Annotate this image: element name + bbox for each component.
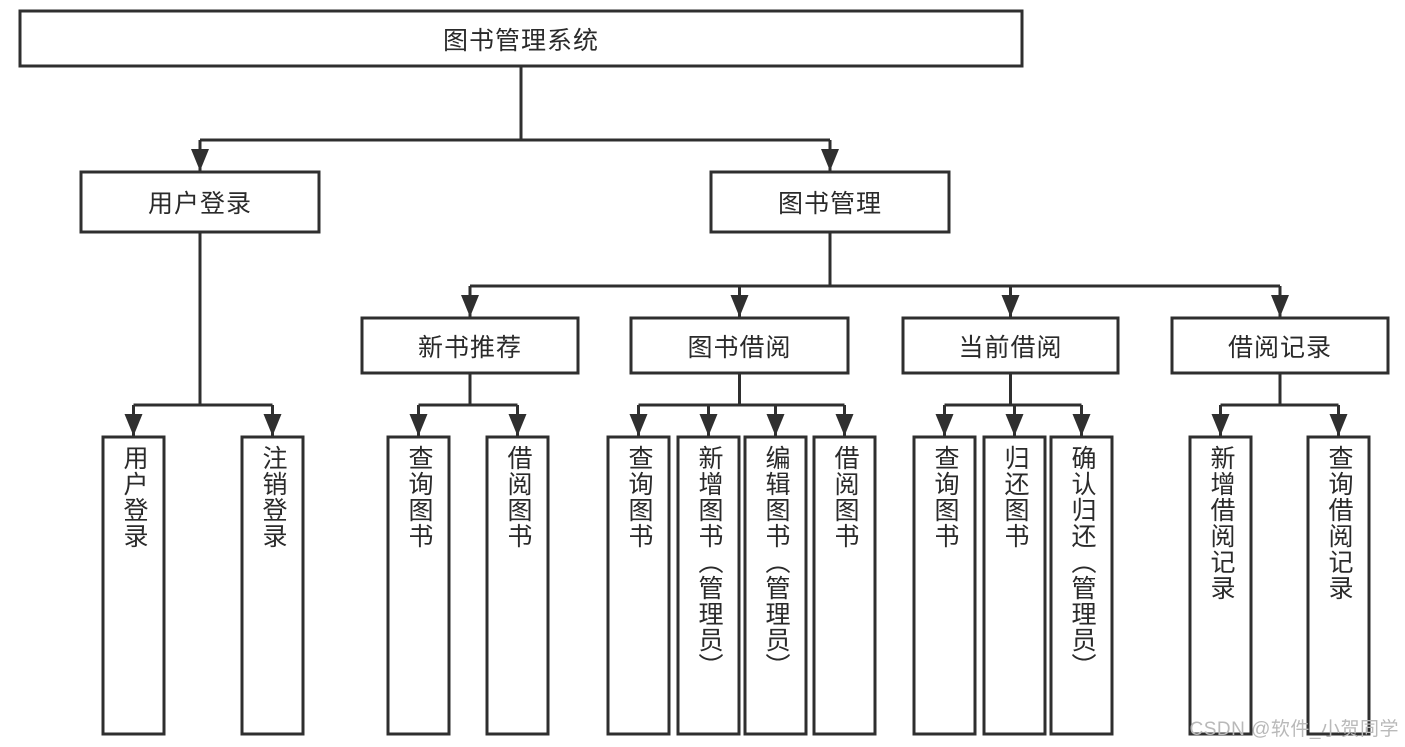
arrow-head-icon bbox=[835, 414, 854, 436]
node-box-leaf-return-books[interactable] bbox=[982, 435, 1047, 736]
arrow-head-icon bbox=[730, 295, 749, 317]
arrow-head-icon bbox=[1001, 295, 1020, 317]
arrow-head-icon bbox=[699, 414, 718, 436]
arrow-head-icon bbox=[1072, 414, 1091, 436]
node-box-leaf-logout-login[interactable] bbox=[240, 435, 305, 736]
arrow-head-icon bbox=[409, 414, 428, 436]
arrow-head-icon bbox=[124, 414, 143, 436]
arrow-head-icon bbox=[1211, 414, 1230, 436]
node-box-leaf-add-book-admin[interactable] bbox=[676, 435, 741, 736]
arrow-head-icon bbox=[766, 414, 785, 436]
node-box-leaf-user-login[interactable] bbox=[101, 435, 166, 736]
node-box-book-borrow[interactable] bbox=[629, 316, 850, 375]
node-box-leaf-add-borrow-record[interactable] bbox=[1188, 435, 1253, 736]
node-box-leaf-edit-book-admin[interactable] bbox=[743, 435, 808, 736]
arrow-head-icon bbox=[263, 414, 282, 436]
arrow-head-icon bbox=[191, 149, 209, 171]
arrow-head-icon bbox=[461, 295, 479, 317]
node-box-leaf-query-books-borrow[interactable] bbox=[606, 435, 671, 736]
watermark: CSDN @软件_小贺同学 bbox=[1189, 719, 1399, 740]
node-box-root[interactable] bbox=[18, 9, 1024, 68]
node-box-current-borrow[interactable] bbox=[901, 316, 1120, 375]
node-box-leaf-confirm-return-admin[interactable] bbox=[1049, 435, 1114, 736]
node-box-leaf-borrow-books-recommend[interactable] bbox=[485, 435, 550, 736]
arrow-head-icon bbox=[821, 149, 839, 171]
node-box-borrow-record[interactable] bbox=[1170, 316, 1390, 375]
node-box-leaf-query-books-current[interactable] bbox=[912, 435, 977, 736]
node-box-user-login[interactable] bbox=[79, 170, 321, 234]
arrow-head-icon bbox=[1329, 414, 1348, 436]
arrow-head-icon bbox=[1005, 414, 1024, 436]
arrow-head-icon bbox=[935, 414, 954, 436]
arrow-head-icon bbox=[508, 414, 527, 436]
node-box-leaf-borrow-books-borrow[interactable] bbox=[812, 435, 877, 736]
node-box-book-management[interactable] bbox=[709, 170, 951, 234]
node-box-new-book-recommend[interactable] bbox=[360, 316, 580, 375]
arrow-head-icon bbox=[1271, 295, 1289, 317]
arrow-head-icon bbox=[629, 414, 648, 436]
node-box-leaf-query-books-recommend[interactable] bbox=[386, 435, 451, 736]
node-box-leaf-query-borrow-record[interactable] bbox=[1306, 435, 1371, 736]
